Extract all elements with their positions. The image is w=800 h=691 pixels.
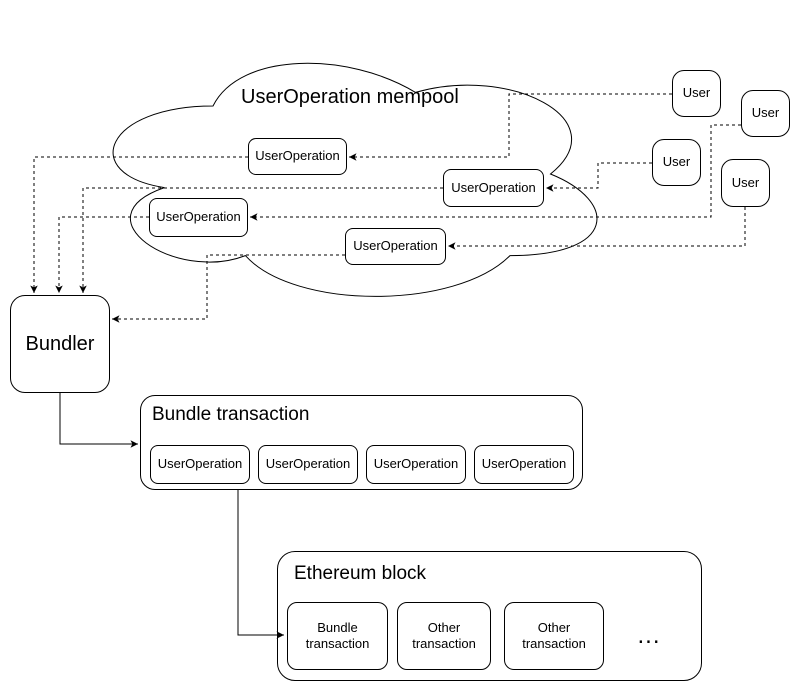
userop-node-right: UserOperation (443, 169, 544, 207)
bundle-transaction-container: Bundle transaction UserOperation UserOpe… (140, 395, 583, 490)
userop-node-left: UserOperation (149, 198, 248, 237)
ethereum-block-title: Ethereum block (294, 563, 427, 584)
user-node-1: User (672, 70, 721, 117)
ethereum-block-container: Ethereum block Bundle transaction Other … (277, 551, 702, 681)
mempool-title: UserOperation mempool (241, 86, 459, 108)
userop-node-top: UserOperation (248, 138, 347, 175)
bundle-userop-4: UserOperation (474, 445, 574, 484)
bundle-userop-2: UserOperation (258, 445, 358, 484)
user-node-4: User (721, 159, 770, 207)
user-node-2: User (741, 90, 790, 137)
eth-tx-other-1: Other transaction (397, 602, 491, 670)
eth-ellipsis: ... (637, 622, 661, 649)
bundler-node: Bundler (10, 295, 110, 393)
bundle-userop-1: UserOperation (150, 445, 250, 484)
eth-tx-other-2: Other transaction (504, 602, 604, 670)
bundle-transaction-title: Bundle transaction (152, 404, 310, 425)
eth-tx-bundle: Bundle transaction (287, 602, 388, 670)
bundle-userop-3: UserOperation (366, 445, 466, 484)
user-node-3: User (652, 139, 701, 186)
userop-node-bottom: UserOperation (345, 228, 446, 265)
